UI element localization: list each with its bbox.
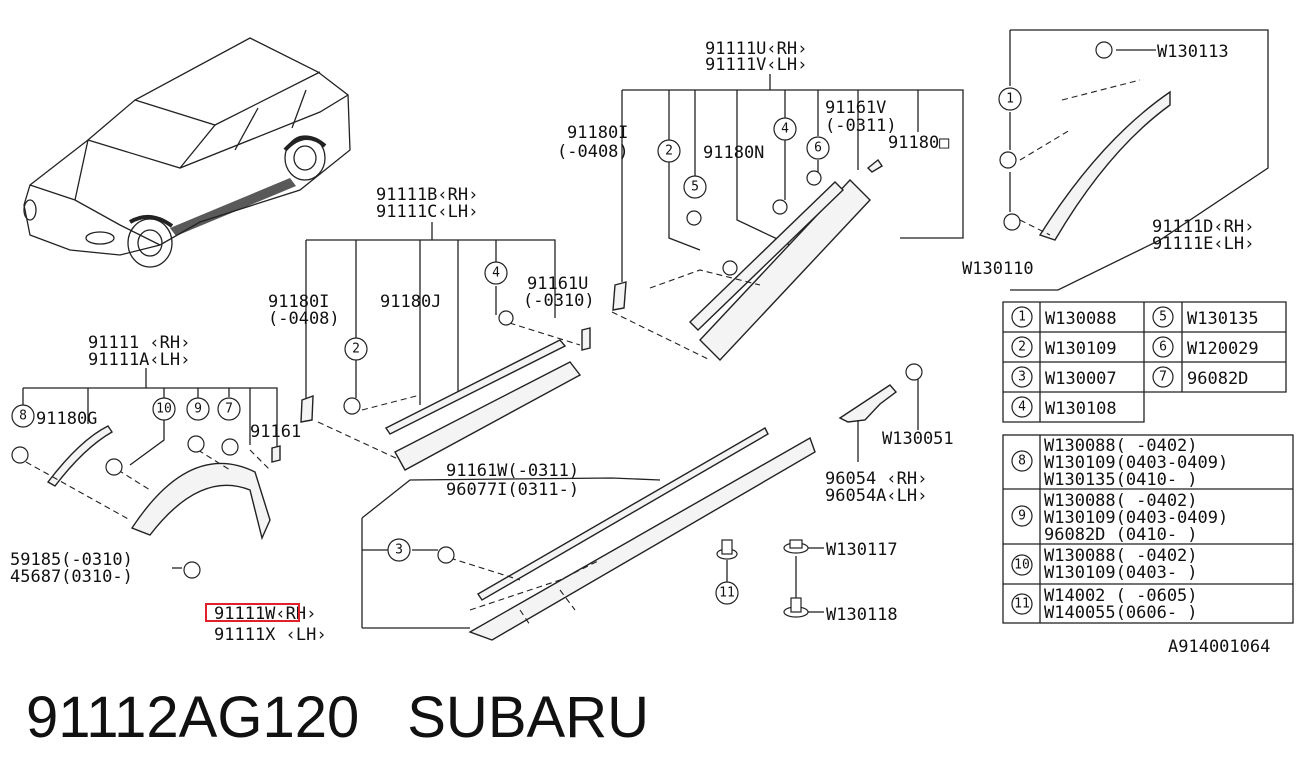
label-91180g: 91180G	[36, 409, 97, 429]
group-91111u: 91111U‹RH› 91111V‹LH› 91180I (-0408) 911…	[557, 39, 964, 362]
label-91180i-b: 91180I	[268, 292, 329, 312]
callout-5: 5	[691, 180, 699, 195]
callout-8: 8	[19, 409, 27, 424]
legend-8-line-1: W130088( -0402)	[1044, 436, 1198, 456]
label-96077i: 96077I(0311-)	[446, 480, 579, 500]
label-91161v-date: (-0311)	[825, 116, 897, 136]
callout-6: 6	[814, 141, 822, 156]
diagram-id: A914001064	[1168, 637, 1270, 657]
label-91180i-a-date: (-0408)	[557, 142, 629, 162]
callout-4-upper: 4	[781, 122, 789, 137]
legend-num-9: 9	[1018, 509, 1026, 524]
legend-11-line-2: W140055(0606- )	[1044, 603, 1198, 623]
legend-11-line-1: W14002 ( -0605)	[1044, 586, 1198, 606]
legend-9-line-1: W130088( -0402)	[1044, 491, 1198, 511]
label-45687: 45687(0310-)	[10, 567, 133, 587]
legend-part-1: W130088	[1045, 309, 1117, 329]
label-91111b-rh: 91111B‹RH›	[376, 185, 478, 205]
callout-2-upper: 2	[665, 144, 673, 159]
callout-10: 10	[156, 402, 172, 417]
legend-num-1: 1	[1018, 310, 1026, 325]
label-91180i-b-date: (-0408)	[268, 309, 340, 329]
callout-numbers: 1 2 2 3 4 4 5 6 7 8 9 10 11	[11, 87, 1022, 605]
label-91111x-lh: 91111X ‹LH›	[214, 625, 327, 645]
label-91161v: 91161V	[825, 98, 886, 118]
label-96054-rh: 96054 ‹RH›	[825, 469, 927, 489]
legend-num-2: 2	[1018, 340, 1026, 355]
legend-part-6: W120029	[1187, 339, 1259, 359]
label-w130110: W130110	[962, 259, 1034, 279]
group-91111b: 91111B‹RH› 91111C‹LH› 91180I (-0408) 911…	[268, 185, 595, 471]
legend-8-line-3: W130135(0410- )	[1044, 470, 1198, 490]
legend-table-simple: 1 W130088 5 W130135 2 W130109 6 W120029 …	[1002, 301, 1287, 423]
legend-part-4: W130108	[1045, 399, 1117, 419]
label-91180j: 91180J	[380, 292, 441, 312]
highlight-91111w	[205, 603, 300, 622]
car-illustration	[23, 37, 351, 268]
brand-name: SUBARU	[407, 685, 649, 750]
group-96054: W130051 96054 ‹RH› 96054A‹LH›	[825, 363, 954, 506]
legend-num-10: 10	[1014, 558, 1030, 573]
legend-8-line-2: W130109(0403-0409)	[1044, 453, 1228, 473]
callout-2-middle: 2	[352, 342, 360, 357]
legend-table-dated: 8 W130088( -0402) W130109(0403-0409) W13…	[1002, 434, 1294, 624]
label-91111u-rh: 91111U‹RH›	[705, 39, 807, 59]
label-w130117: W130117	[826, 540, 898, 560]
label-59185: 59185(-0310)	[10, 550, 133, 570]
label-91180i-a: 91180I	[567, 123, 628, 143]
label-91111w-rh: 91111W‹RH›	[214, 604, 316, 624]
legend-9-line-2: W130109(0403-0409)	[1044, 508, 1228, 528]
label-91111e-lh: 91111E‹LH›	[1152, 234, 1254, 254]
label-91111v-lh: 91111V‹LH›	[705, 55, 807, 75]
label-91161w: 91161W(-0311)	[446, 461, 579, 481]
footer: 91112AG120 SUBARU	[26, 684, 649, 751]
label-91161: 91161	[250, 422, 301, 442]
label-w130113: W130113	[1157, 42, 1229, 62]
legend-num-5: 5	[1159, 310, 1167, 325]
legend-part-7: 96082D	[1187, 369, 1248, 389]
label-91111d-rh: 91111D‹RH›	[1152, 217, 1254, 237]
label-w130051: W130051	[882, 429, 954, 449]
group-91111: 91111 ‹RH› 91111A‹LH› 91180G 91161 59185…	[10, 333, 301, 587]
callout-7: 7	[225, 402, 233, 417]
label-96054a-lh: 96054A‹LH›	[825, 486, 927, 506]
callout-1: 1	[1006, 92, 1014, 107]
legend-10-line-1: W130088( -0402)	[1044, 546, 1198, 566]
group-clips: W130117 W130118	[716, 539, 898, 625]
legend-num-3: 3	[1018, 370, 1026, 385]
group-91111d: W130113 91111D‹RH› 91111E‹LH› W130110	[962, 29, 1269, 291]
callout-3: 3	[395, 543, 403, 558]
legend-num-7: 7	[1159, 370, 1167, 385]
label-91111c-lh: 91111C‹LH›	[376, 202, 478, 222]
legend-num-6: 6	[1159, 340, 1167, 355]
legend-9-line-3: 96082D (0410- )	[1044, 525, 1198, 545]
callout-11: 11	[719, 586, 735, 601]
label-91111a-lh: 91111A‹LH›	[88, 350, 190, 370]
legend-part-5: W130135	[1187, 309, 1259, 329]
legend-10-line-2: W130109(0403- )	[1044, 563, 1198, 583]
label-91161u: 91161U	[527, 274, 588, 294]
legend-num-8: 8	[1018, 454, 1026, 469]
callout-4-middle: 4	[492, 266, 500, 281]
label-w130118: W130118	[826, 605, 898, 625]
group-91111w: 91161W(-0311) 96077I(0311-) 91111W‹RH› 9…	[205, 427, 816, 645]
legend-part-2: W130109	[1045, 339, 1117, 359]
label-91180o: 91180□	[888, 133, 950, 153]
label-91180n: 91180N	[703, 143, 764, 163]
part-number: 91112AG120	[26, 685, 360, 750]
label-91111-rh: 91111 ‹RH›	[88, 333, 190, 353]
legend-part-3: W130007	[1045, 369, 1117, 389]
legend-num-11: 11	[1014, 597, 1030, 612]
legend-num-4: 4	[1018, 400, 1026, 415]
label-91161u-date: (-0310)	[523, 291, 595, 311]
callout-9: 9	[194, 402, 202, 417]
